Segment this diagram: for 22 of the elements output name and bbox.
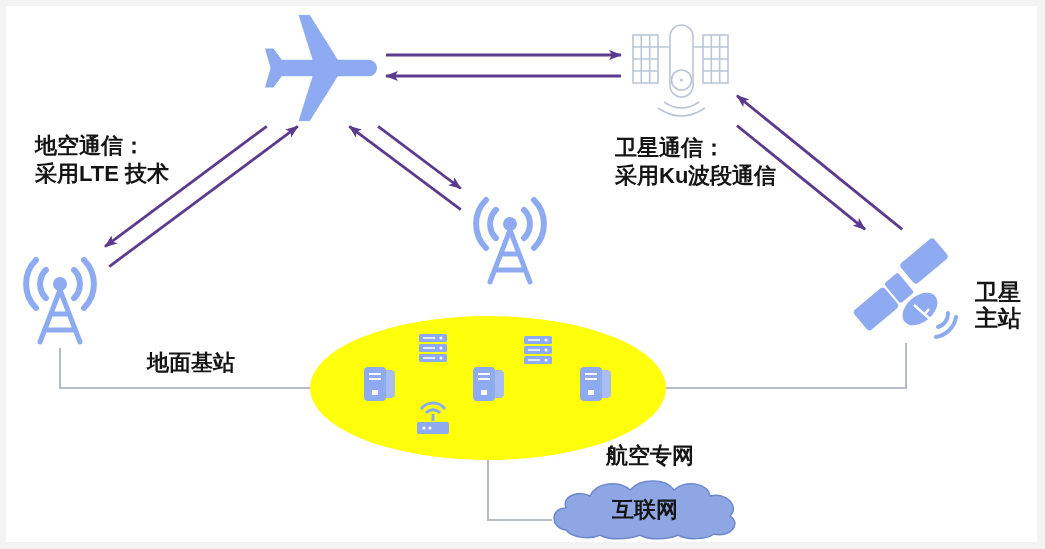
label-text: 采用LTE 技术 bbox=[35, 161, 170, 187]
label-text: 地空通信： bbox=[35, 133, 145, 159]
arrow bbox=[736, 94, 904, 231]
caption-text: 卫星主站 bbox=[975, 279, 1021, 332]
caption-text: 航空专网 bbox=[606, 443, 694, 469]
arrow bbox=[104, 125, 268, 248]
connector-line bbox=[487, 459, 553, 521]
cloud-shape bbox=[552, 478, 738, 541]
arrow bbox=[386, 50, 622, 60]
arrow bbox=[108, 125, 299, 268]
label-text: 地面基站 bbox=[147, 350, 235, 376]
label-text: 卫星通信： bbox=[615, 135, 725, 161]
arrow bbox=[377, 125, 462, 190]
connector-line bbox=[59, 347, 311, 389]
arrow bbox=[385, 71, 621, 81]
node-label: 互联网 bbox=[612, 496, 678, 523]
arrow bbox=[736, 124, 866, 231]
satellite-icon bbox=[630, 22, 730, 120]
arrow bbox=[348, 125, 462, 211]
connector-line bbox=[665, 342, 907, 389]
airplane-icon bbox=[265, 15, 377, 121]
label-text: 采用Ku波段通信 bbox=[615, 163, 777, 189]
